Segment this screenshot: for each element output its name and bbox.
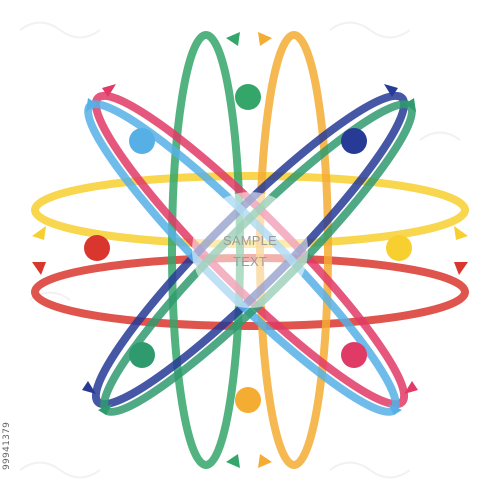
- arrow-icon: [86, 98, 97, 112]
- dot-green-lower: [129, 342, 155, 368]
- center-text: SAMPLE TEXT: [190, 230, 310, 272]
- arrow-icon: [98, 404, 112, 415]
- arrow-icon: [384, 84, 398, 97]
- stock-id: 99941379: [2, 421, 12, 470]
- dot-yellow: [386, 235, 412, 261]
- dot-orange: [235, 387, 261, 413]
- arrow-icon: [258, 32, 272, 46]
- arrow-icon: [388, 404, 402, 415]
- arrow-icon: [82, 381, 96, 394]
- arrow-icon: [454, 262, 468, 275]
- dot-pink: [341, 342, 367, 368]
- center-text-line1: SAMPLE: [223, 233, 277, 248]
- arrow-icon: [226, 454, 240, 468]
- center-disc: [192, 192, 308, 308]
- arrow-icon: [405, 98, 416, 112]
- arrow-icon: [404, 381, 418, 394]
- arrow-icon: [32, 262, 46, 275]
- arrow-icon: [102, 84, 116, 97]
- center-text-line2: TEXT: [232, 254, 268, 269]
- arrow-icon: [454, 226, 468, 240]
- arrow-icon: [32, 226, 46, 240]
- dot-navy: [341, 128, 367, 154]
- dot-red: [84, 235, 110, 261]
- arrow-icon: [258, 454, 272, 468]
- dot-light-blue: [129, 128, 155, 154]
- dot-green: [235, 84, 261, 110]
- arrow-icon: [226, 32, 240, 46]
